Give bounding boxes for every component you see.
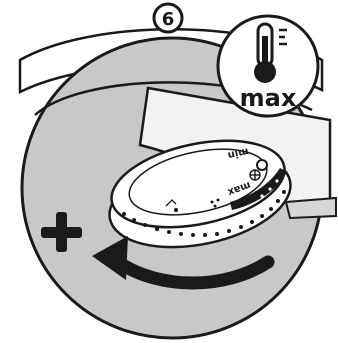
temperature-max-label: max (240, 84, 297, 112)
knob-frost-icon (250, 170, 260, 180)
knob-pointer (257, 160, 267, 170)
step-number: 6 (162, 9, 175, 30)
side-rail (286, 198, 336, 218)
